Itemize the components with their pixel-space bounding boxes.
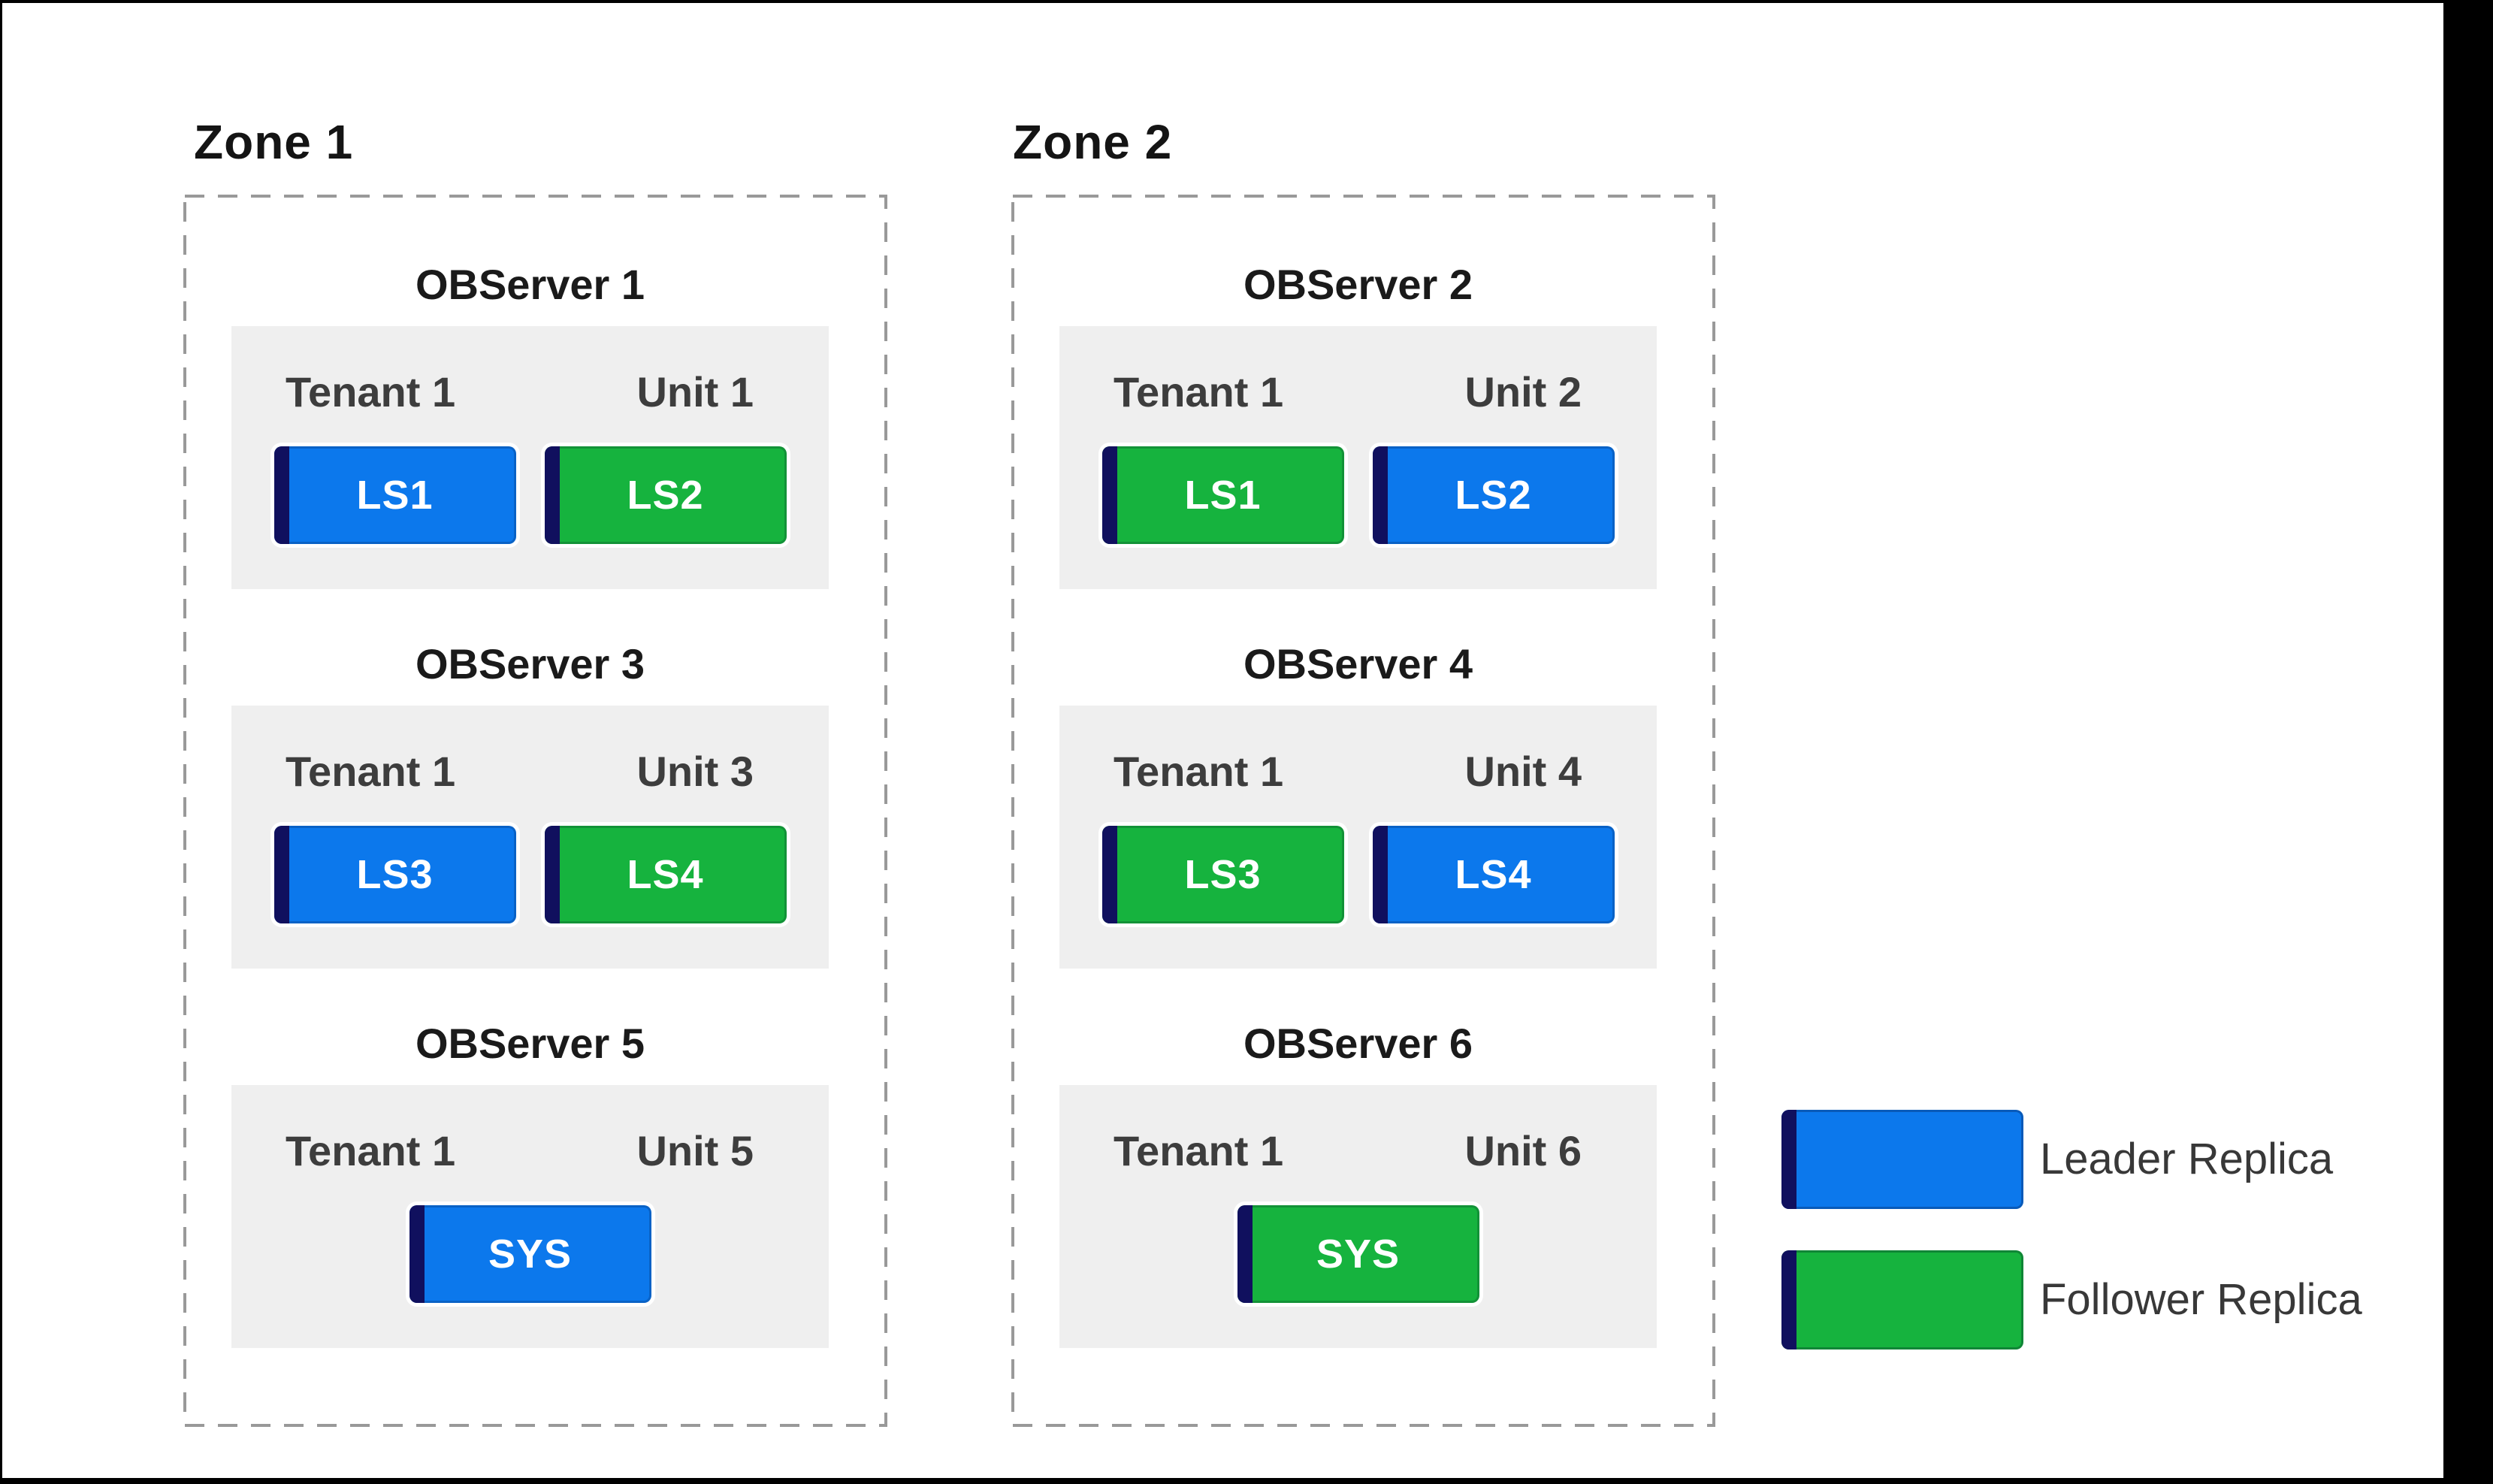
replica-label: LS3 (1184, 852, 1262, 897)
replica-label: LS4 (1455, 852, 1532, 897)
observer5-section: OBServer 5 Tenant 1 Unit 5 SYS (231, 1017, 829, 1348)
observer2-replicas: LS1 LS2 (1059, 446, 1657, 544)
observer2-title: OBServer 2 (1243, 261, 1473, 308)
observer1-labels: Tenant 1 Unit 1 (231, 362, 829, 422)
leader-replica-swatch (1781, 1110, 2023, 1209)
zone2-title: Zone 2 (1013, 115, 1173, 169)
legend-label: Leader Replica (2040, 1135, 2334, 1183)
replica-block: LS3 (273, 826, 516, 923)
replica-label: SYS (488, 1232, 573, 1277)
replica-stripe (1101, 826, 1117, 923)
replica-block: LS4 (1372, 826, 1615, 923)
observer6-replicas: SYS (1059, 1205, 1657, 1303)
observer5-replicas: SYS (231, 1205, 829, 1303)
replica-stripe (409, 1205, 425, 1303)
observer3-box: Tenant 1 Unit 3 LS3 LS4 (231, 706, 829, 969)
observer4-section: OBServer 4 Tenant 1 Unit 4 LS3 LS4 (1059, 638, 1657, 969)
zone1-panel: OBServer 1 Tenant 1 Unit 1 LS1 LS2 (183, 195, 887, 1427)
replica-label: LS1 (1184, 473, 1262, 518)
observer5-labels: Tenant 1 Unit 5 (231, 1121, 829, 1181)
replica-label: SYS (1316, 1232, 1401, 1277)
replica-block: LS1 (1101, 446, 1344, 544)
tenant-label: Tenant 1 (1114, 748, 1284, 795)
observer2-labels: Tenant 1 Unit 2 (1059, 362, 1657, 422)
replica-label: LS3 (356, 852, 434, 897)
replica-stripe (1781, 1250, 1796, 1350)
observer4-replicas: LS3 LS4 (1059, 826, 1657, 923)
unit-label: Unit 5 (636, 1127, 754, 1174)
observer5-title: OBServer 5 (415, 1020, 645, 1067)
zone1-title: Zone 1 (194, 115, 354, 169)
legend-label: Follower Replica (2040, 1275, 2362, 1324)
observer6-title: OBServer 6 (1243, 1020, 1473, 1067)
replica-block: LS4 (544, 826, 787, 923)
legend-item-leader: Leader Replica (1781, 1110, 2333, 1209)
observer6-box: Tenant 1 Unit 6 SYS (1059, 1085, 1657, 1348)
tenant-label: Tenant 1 (286, 748, 456, 795)
replica-label: LS2 (1455, 473, 1532, 518)
observer3-labels: Tenant 1 Unit 3 (231, 742, 829, 802)
observer1-box: Tenant 1 Unit 1 LS1 LS2 (231, 326, 829, 589)
unit-label: Unit 2 (1464, 368, 1582, 416)
follower-replica-swatch (1781, 1250, 2023, 1350)
replica-label: LS4 (627, 852, 704, 897)
replica-block: LS1 (273, 446, 516, 544)
observer3-title: OBServer 3 (415, 640, 645, 688)
observer3-replicas: LS3 LS4 (231, 826, 829, 923)
tenant-label: Tenant 1 (286, 368, 456, 416)
unit-label: Unit 1 (636, 368, 754, 416)
legend-item-follower: Follower Replica (1781, 1250, 2362, 1350)
replica-stripe (544, 446, 560, 544)
observer1-title: OBServer 1 (415, 261, 645, 308)
observer2-section: OBServer 2 Tenant 1 Unit 2 LS1 LS2 (1059, 258, 1657, 589)
zone2-panel: OBServer 2 Tenant 1 Unit 2 LS1 LS2 (1011, 195, 1715, 1427)
observer2-box: Tenant 1 Unit 2 LS1 LS2 (1059, 326, 1657, 589)
observer1-section: OBServer 1 Tenant 1 Unit 1 LS1 LS2 (231, 258, 829, 589)
observer1-replicas: LS1 LS2 (231, 446, 829, 544)
replica-stripe (1781, 1110, 1796, 1209)
replica-stripe (1372, 446, 1388, 544)
unit-label: Unit 4 (1464, 748, 1582, 795)
replica-block: SYS (1237, 1205, 1479, 1303)
tenant-label: Tenant 1 (1114, 1127, 1284, 1174)
observer4-box: Tenant 1 Unit 4 LS3 LS4 (1059, 706, 1657, 969)
tenant-label: Tenant 1 (1114, 368, 1284, 416)
observer4-title: OBServer 4 (1243, 640, 1473, 688)
tenant-label: Tenant 1 (286, 1127, 456, 1174)
replica-stripe (1101, 446, 1117, 544)
observer4-labels: Tenant 1 Unit 4 (1059, 742, 1657, 802)
replica-block: LS3 (1101, 826, 1344, 923)
observer3-section: OBServer 3 Tenant 1 Unit 3 LS3 LS4 (231, 638, 829, 969)
replica-label: LS1 (356, 473, 434, 518)
replica-stripe (1237, 1205, 1253, 1303)
replica-stripe (544, 826, 560, 923)
replica-label: LS2 (627, 473, 704, 518)
replica-stripe (1372, 826, 1388, 923)
replica-stripe (273, 446, 289, 544)
unit-label: Unit 3 (636, 748, 754, 795)
diagram-canvas: Zone 1 Zone 2 OBServer 1 Tenant 1 Unit 1… (2, 3, 2443, 1478)
observer6-labels: Tenant 1 Unit 6 (1059, 1121, 1657, 1181)
unit-label: Unit 6 (1464, 1127, 1582, 1174)
replica-block: SYS (409, 1205, 651, 1303)
replica-block: LS2 (1372, 446, 1615, 544)
replica-stripe (273, 826, 289, 923)
observer5-box: Tenant 1 Unit 5 SYS (231, 1085, 829, 1348)
replica-block: LS2 (544, 446, 787, 544)
observer6-section: OBServer 6 Tenant 1 Unit 6 SYS (1059, 1017, 1657, 1348)
